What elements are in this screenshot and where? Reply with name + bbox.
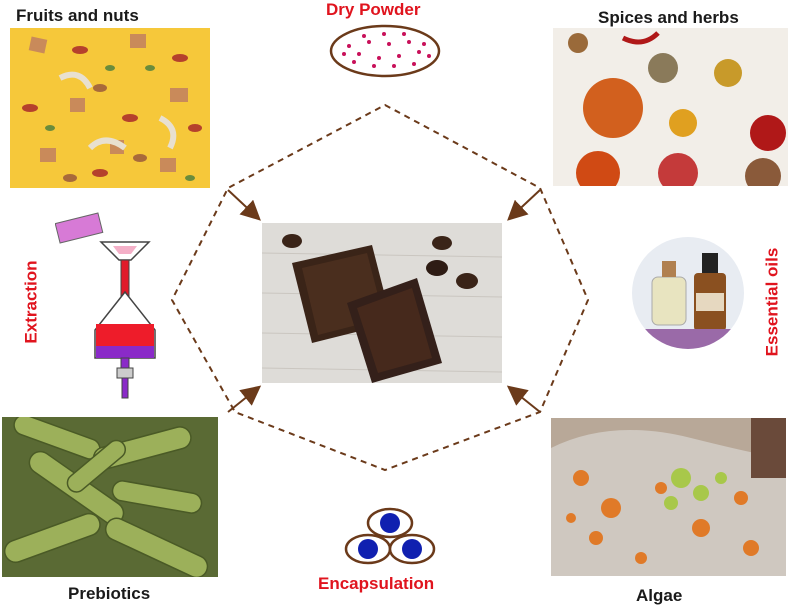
arrow-top-right bbox=[507, 189, 541, 221]
arrow-bottom-right bbox=[506, 385, 541, 413]
spices-label: Spices and herbs bbox=[598, 8, 739, 27]
essential-oils-label: Essential oils bbox=[762, 247, 782, 357]
extraction-label: Extraction bbox=[21, 260, 41, 344]
capsules-icon bbox=[344, 507, 436, 565]
arrow-bottom-left bbox=[227, 385, 262, 413]
fruits-label: Fruits and nuts bbox=[16, 6, 139, 25]
powder-dish-icon bbox=[329, 24, 441, 78]
separatory-funnel-icon bbox=[55, 212, 156, 399]
encapsulation-label: Encapsulation bbox=[318, 574, 435, 593]
algae-label: Algae bbox=[636, 586, 683, 605]
prebiotics-label: Prebiotics bbox=[68, 584, 151, 603]
essential-oil-bottles-photo bbox=[632, 237, 744, 349]
bacteria-micrograph bbox=[2, 417, 218, 577]
fruits-nuts-photo bbox=[10, 28, 210, 188]
arrow-top-left bbox=[227, 189, 261, 221]
dark-chocolate-photo bbox=[262, 223, 502, 383]
algae-lichen-rock-photo bbox=[551, 418, 786, 576]
dry-powder-label: Dry Powder bbox=[326, 0, 421, 19]
spices-herbs-photo bbox=[553, 28, 788, 186]
